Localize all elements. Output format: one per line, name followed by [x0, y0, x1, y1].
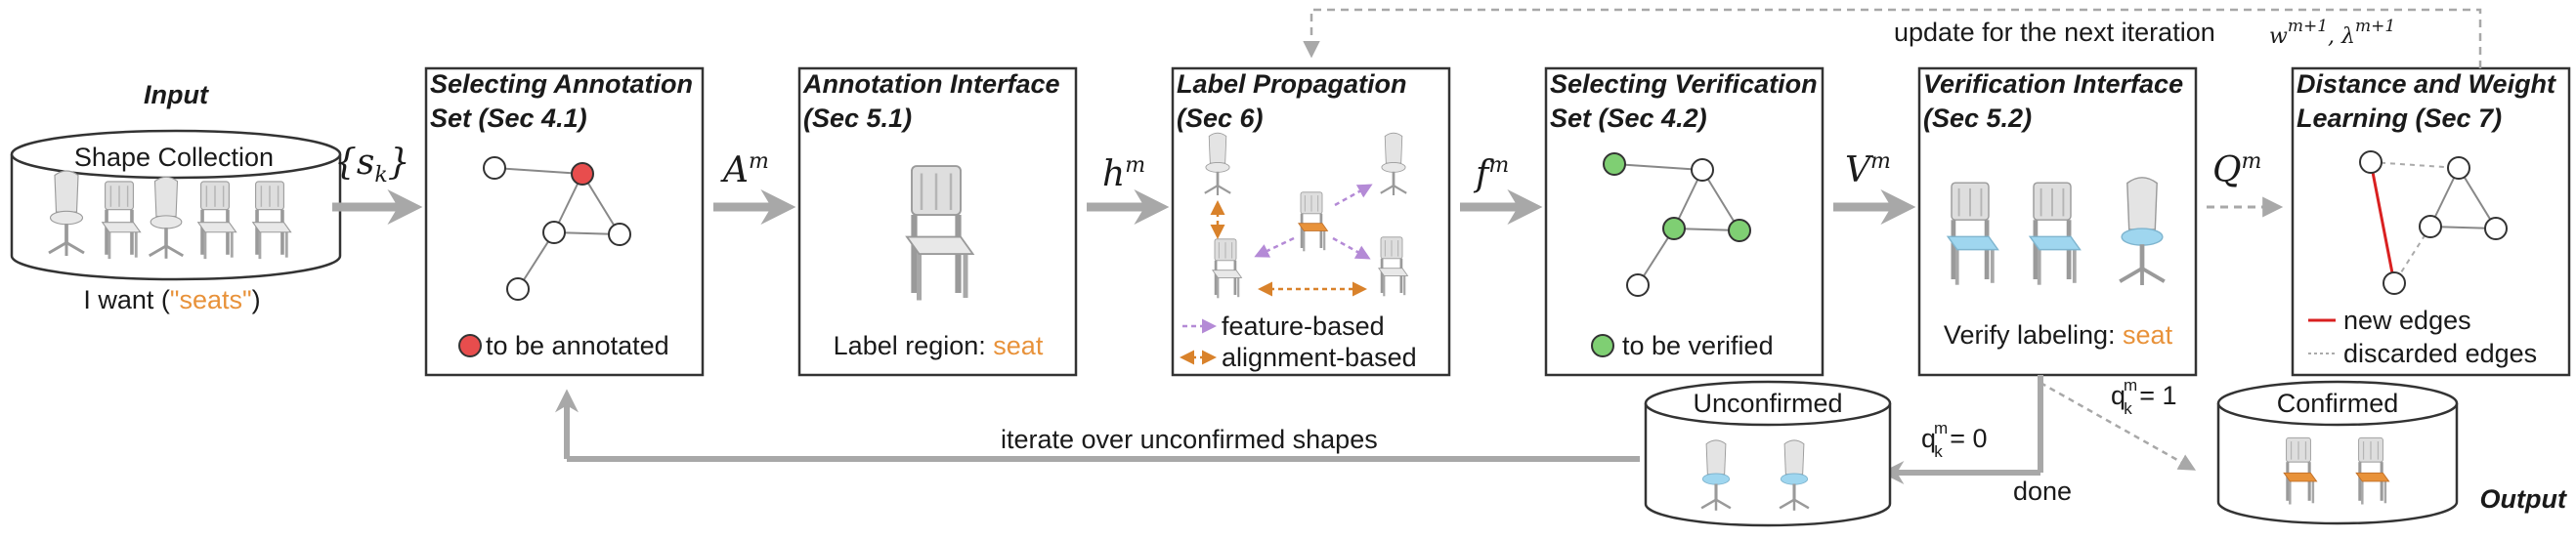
feature-legend: feature-based	[1222, 312, 1385, 341]
annotation-interface-box	[797, 66, 1078, 377]
output-heading: Output	[2480, 484, 2567, 514]
discarded-edges-legend: discarded edges	[2343, 339, 2537, 368]
confirmed-label: Confirmed	[2277, 389, 2399, 418]
shape-collection-cylinder	[10, 129, 342, 281]
done-label: done	[2013, 477, 2072, 506]
query-text: I want ("seats")	[83, 285, 260, 314]
annotation-set-box	[424, 66, 705, 377]
annotation-interface-title-1: Annotation Interface	[802, 69, 1060, 99]
arrow-label-h: hm	[1102, 153, 1145, 194]
update-text: update for the next iteration	[1894, 18, 2215, 47]
arrow-label-f: fm	[1473, 153, 1509, 194]
arrow-label-A: Am	[720, 149, 769, 190]
label-propagation-title-2: (Sec 6)	[1177, 104, 1264, 133]
annotate-marker-icon	[458, 334, 482, 357]
verify-marker-icon	[1591, 334, 1614, 357]
verify-legend: to be verified	[1622, 331, 1774, 360]
verification-set-title-2: Set (Sec 4.2)	[1550, 104, 1707, 133]
annotation-caption: Label region: seat	[834, 331, 1044, 360]
label-propagation-title-1: Label Propagation	[1177, 69, 1407, 99]
feature-edge	[1254, 236, 1295, 258]
shape-collection-label: Shape Collection	[74, 143, 274, 172]
verification-graph	[1603, 152, 1751, 297]
annotation-graph	[483, 156, 631, 301]
annotation-interface-title-2: (Sec 5.1)	[803, 104, 912, 133]
new-edges-legend: new edges	[2343, 306, 2471, 335]
confirmed-cylinder	[2216, 380, 2459, 525]
feature-edge	[1334, 184, 1373, 207]
update-loop-arrow	[1303, 8, 2482, 68]
arrow-label-Q: Qm	[2212, 149, 2261, 190]
annotate-legend: to be annotated	[486, 331, 669, 360]
arrow-label-V: Vm	[1845, 149, 1891, 190]
confirmed-arrow	[2039, 381, 2197, 471]
verification-set-title-1: Selecting Verification	[1550, 69, 1818, 99]
update-math: wm+1, λm+1	[2269, 17, 2395, 49]
distance-learning-title-1: Distance and Weight	[2297, 69, 2556, 99]
unconfirmed-cylinder	[1644, 380, 1892, 527]
learning-graph	[2359, 150, 2508, 295]
unconfirmed-label: Unconfirmed	[1693, 389, 1842, 418]
verification-interface-title-2: (Sec 5.2)	[1923, 104, 2032, 133]
distance-learning-title-2: Learning (Sec 7)	[2297, 104, 2502, 133]
verification-set-box	[1544, 66, 1825, 377]
arrow-label-sk: {sk}	[334, 143, 410, 187]
iterate-text: iterate over unconfirmed shapes	[1001, 425, 1378, 454]
verification-caption: Verify labeling: seat	[1944, 320, 2173, 350]
annotation-set-title-1: Selecting Annotation	[430, 69, 693, 99]
alignment-legend: alignment-based	[1222, 343, 1417, 372]
annotation-set-title-2: Set (Sec 4.1)	[430, 104, 587, 133]
verification-interface-title-1: Verification Interface	[1923, 69, 2183, 99]
input-heading: Input	[144, 80, 209, 109]
feature-edge	[1332, 236, 1371, 260]
